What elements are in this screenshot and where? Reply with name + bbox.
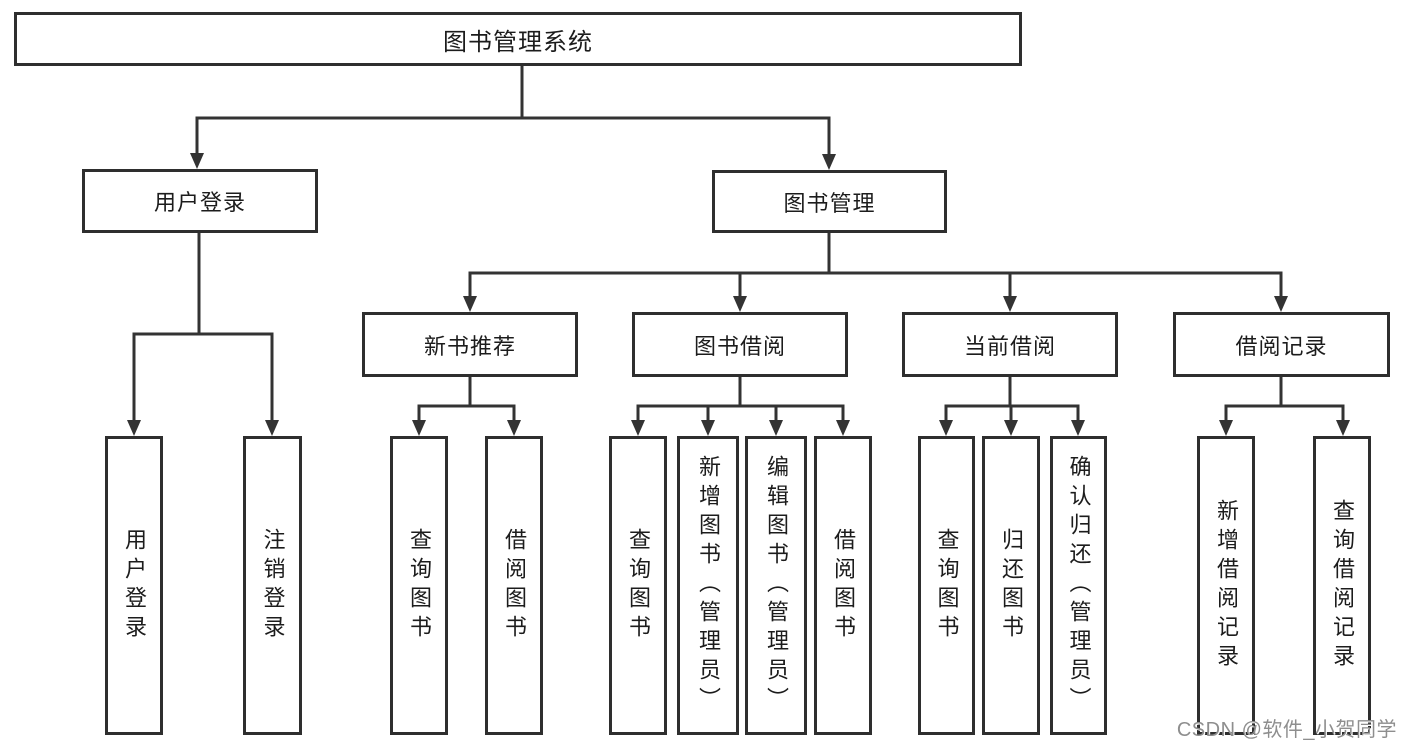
leaf-query-borrow-record-label: 查询借阅记录 [1330,498,1355,673]
csdn-watermark: CSDN @软件_小贺同学 [1176,719,1397,741]
leaf-user-login-label: 用户登录 [122,527,147,644]
node-book-management-branch: 图书管理 [712,170,947,233]
leaf-confirm-return-admin-label: 确认归还（管理员） [1066,455,1092,716]
leaf-borrow-books-2-label: 借阅图书 [831,527,856,644]
leaf-query-borrow-record: 查询借阅记录 [1313,436,1371,735]
leaf-query-books-1: 查询图书 [390,436,448,735]
leaf-edit-book-admin-label: 编辑图书（管理员） [764,455,789,716]
leaf-logout-label: 注销登录 [260,527,286,644]
leaf-query-books-2-label: 查询图书 [626,527,651,644]
leaf-add-borrow-record-label: 新增借阅记录 [1214,498,1239,673]
leaf-add-borrow-record: 新增借阅记录 [1197,436,1255,735]
leaf-borrow-books-1: 借阅图书 [485,436,543,735]
leaf-query-books-3-label: 查询图书 [934,527,960,644]
leaf-query-books-2: 查询图书 [609,436,667,735]
node-current-borrow: 当前借阅 [902,312,1118,377]
leaf-borrow-books-2: 借阅图书 [814,436,872,735]
leaf-add-book-admin-label: 新增图书（管理员） [696,455,721,716]
leaf-query-books-1-label: 查询图书 [407,527,432,644]
node-user-login-branch: 用户登录 [82,169,318,233]
node-book-borrow: 图书借阅 [632,312,848,377]
leaf-logout: 注销登录 [243,436,302,735]
leaf-user-login: 用户登录 [105,436,163,735]
leaf-confirm-return-admin: 确认归还（管理员） [1050,436,1107,735]
node-root-library-system: 图书管理系统 [14,12,1022,66]
leaf-return-book: 归还图书 [982,436,1040,735]
leaf-edit-book-admin: 编辑图书（管理员） [745,436,807,735]
node-borrow-records: 借阅记录 [1173,312,1390,377]
leaf-add-book-admin: 新增图书（管理员） [677,436,739,735]
leaf-borrow-books-1-label: 借阅图书 [502,527,527,644]
node-new-book-recommend: 新书推荐 [362,312,578,377]
leaf-return-book-label: 归还图书 [999,527,1024,644]
leaf-query-books-3: 查询图书 [918,436,975,735]
